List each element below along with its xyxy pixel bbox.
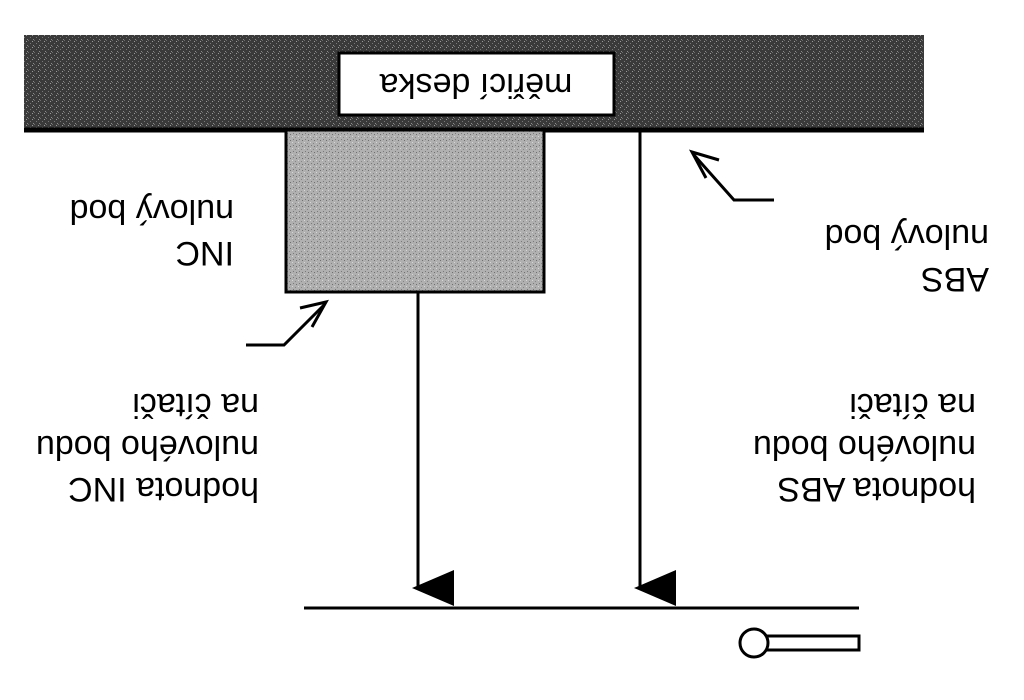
inc-zero-line-1: nulový bod <box>70 192 234 230</box>
abs-pointer <box>692 154 774 202</box>
measurement-arrows <box>412 130 676 606</box>
inc-value-line-3: na čítači <box>132 386 259 424</box>
abs-value-line-1: hodnota ABS <box>777 470 976 508</box>
probe-ball <box>738 627 770 659</box>
plate-label-box <box>337 51 616 117</box>
probe-shaft <box>757 634 861 652</box>
abs-zero-line-1: nulový bod <box>825 217 989 255</box>
inc-block <box>284 128 546 294</box>
abs-value-line-2: nulového bodu <box>753 428 976 466</box>
inc-value-line-2: nulového bodu <box>36 428 259 466</box>
inc-pointer <box>246 303 326 347</box>
inc-zero-label: nulový bod INC <box>70 192 234 272</box>
inc-pointer-head <box>299 299 329 328</box>
inc-value-label: hodnota INC nulového bodu na čítači <box>36 386 259 508</box>
abs-pointer-head <box>688 149 720 179</box>
abs-value-line-3: na čítači <box>849 386 976 424</box>
abs-value-label: hodnota ABS nulového bodu na čítači <box>753 386 976 508</box>
plate-label: měřicí deska <box>380 66 573 104</box>
probe-stylus <box>304 606 861 659</box>
inc-zero-line-2: INC <box>175 234 234 272</box>
pointer-arrows <box>246 149 774 347</box>
inc-value-line-1: hodnota INC <box>68 470 259 508</box>
abs-zero-label: nulový bod ABS <box>825 217 989 298</box>
abs-zero-line-2: ABS <box>921 260 989 298</box>
